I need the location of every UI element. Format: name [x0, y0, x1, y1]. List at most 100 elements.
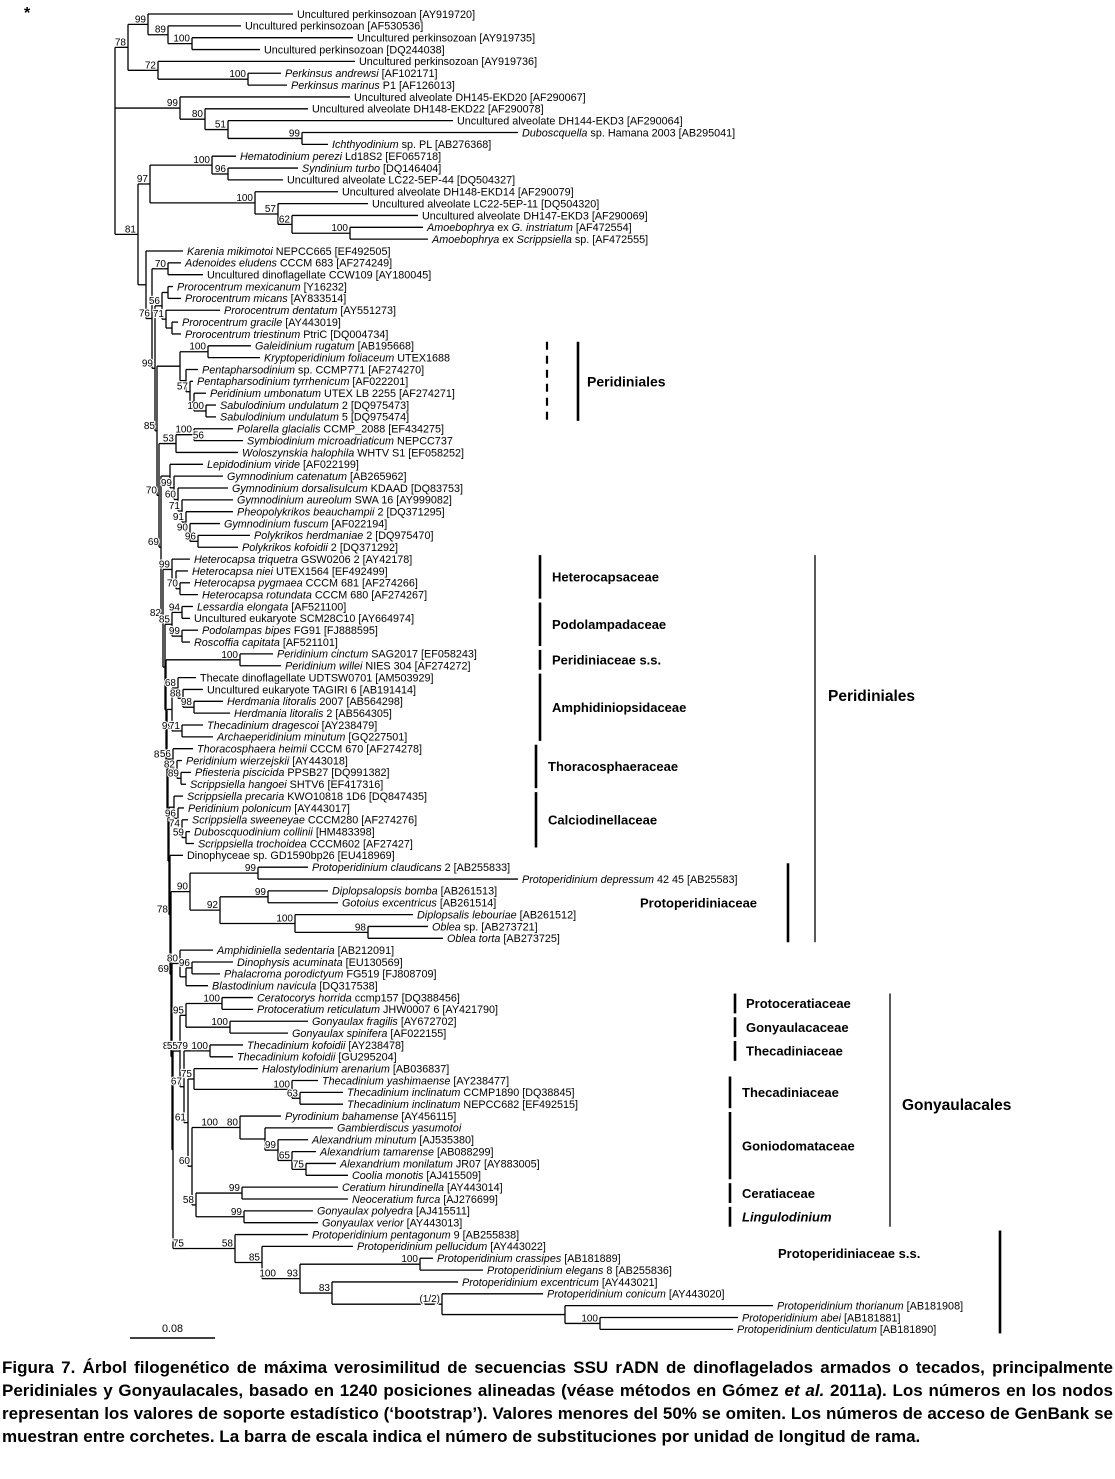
taxon-label: Gymnodinium aureolum SWA 16 [AY999082] [237, 495, 452, 507]
bootstrap-value: 69 [158, 964, 170, 975]
bootstrap-value: 99 [161, 478, 173, 489]
bootstrap-value: 85 [159, 614, 171, 625]
bootstrap-value: 75 [293, 1159, 305, 1170]
clade-label: Thoracosphaeraceae [548, 759, 678, 774]
bootstrap-value: 99 [231, 1207, 243, 1218]
bootstrap-value: 63 [287, 1088, 299, 1099]
bootstrap-value: 100 [189, 342, 206, 353]
taxon-label: Pheopolykrikos beauchampii 2 [DQ371295] [237, 507, 445, 519]
taxon-label: Prorocentrum triestinum PtriC [DQ004734] [185, 329, 388, 341]
taxon-label: Peridinium cinctum SAG2017 [EF058243] [277, 649, 477, 661]
taxon-label: Alexandrium minutum [AJ535380] [311, 1135, 474, 1147]
scale-bar-label: 0.08 [162, 1323, 183, 1335]
taxon-label: Gotoius excentricus [AB261514] [342, 898, 496, 910]
taxon-label: Thoracosphaera heimii CCCM 670 [AF274278… [197, 744, 422, 756]
taxon-label: Prorocentrum micans [AY833514] [185, 293, 346, 305]
bootstrap-value: 100 [193, 155, 210, 166]
taxon-label: Alexandrium tamarense [AB088299] [319, 1146, 493, 1158]
taxon-label: Oblea torta [AB273725] [447, 933, 560, 945]
taxon-label: Uncultured perkinsozoan [AY919736] [359, 56, 537, 68]
bootstrap-value: 75 [181, 1069, 193, 1080]
taxon-label: Karenia mikimotoi NEPCC665 [EF492505] [187, 246, 390, 258]
taxon-label: Protoperidinium abei [AB181881] [742, 1312, 900, 1324]
clade-label: Gonyaulacales [902, 1097, 1011, 1114]
taxon-label: Heterocapsa rotundata CCCM 680 [AF274267… [202, 589, 427, 601]
caption-text: 2011a). Los números en los nodos represe… [2, 1381, 1113, 1447]
clade-label: Peridiniaceae s.s. [552, 653, 661, 668]
bootstrap-value: 100 [401, 1254, 418, 1265]
taxon-label: Perkinsus andrewsi [AF102171] [285, 68, 437, 80]
bootstrap-value: 100 [581, 1313, 598, 1324]
bootstrap-value: 100 [259, 1269, 276, 1280]
figure-caption-text: Árbol filogenético de máxima verosimilit… [2, 1358, 1113, 1446]
taxon-label: Sabulodinium undulatum 2 [DQ975473] [220, 400, 409, 412]
bootstrap-value: 80 [167, 953, 179, 964]
taxon-label: Polykrikos herdmaniae 2 [DQ975470] [254, 530, 433, 542]
taxon-label: Peridinium wierzejskii [AY443018] [186, 755, 348, 767]
bootstrap-value: 100 [175, 425, 192, 436]
taxon-label: Syndinium turbo [DQ146404] [302, 163, 441, 175]
taxon-label: Thecadinium kofoidii [AY238478] [247, 1040, 404, 1052]
bootstrap-value: 70 [146, 485, 158, 496]
taxon-label: Gonyaulax spinifera [AF022155] [292, 1028, 446, 1040]
clade-label: Podolampadaceae [552, 617, 666, 632]
bootstrap-value: 99 [255, 887, 267, 898]
bootstrap-value: 100 [187, 401, 204, 412]
taxon-label: Uncultured perkinsozoan [DQ244038] [264, 44, 445, 56]
taxon-label: Peridinium willei NIES 304 [AF274272] [285, 661, 470, 673]
taxon-label: Blastodinium navicula [DQ317538] [212, 981, 378, 993]
bootstrap-value: 53 [163, 434, 175, 445]
taxon-label: Dinophyceae sp. GD1590bp26 [EU418969] [187, 850, 395, 862]
bootstrap-value: 98 [355, 922, 367, 933]
taxon-label: Ceratocorys horrida ccmp157 [DQ388456] [257, 992, 460, 1004]
clade-label: Protoceratiaceae [746, 996, 851, 1011]
taxon-label: Pfiesteria piscicida PPSB27 [DQ991382] [195, 767, 389, 779]
taxon-label: Hematodinium perezi Ld18S2 [EF065718] [240, 151, 441, 163]
bootstrap-value: 100 [331, 223, 348, 234]
taxon-label: Pyrodinium bahamense [AY456115] [285, 1111, 456, 1123]
taxon-label: Halostylodinium arenarium [AB036837] [262, 1063, 449, 1075]
taxon-label: Gambierdiscus yasumotoi [337, 1123, 462, 1135]
taxon-label: Amphidiniella sedentaria [AB212091] [216, 945, 394, 957]
root-asterisk: * [24, 5, 31, 22]
taxon-label: Thecadinium yashimaense [AY238477] [322, 1075, 509, 1087]
bootstrap-value: 96 [215, 164, 227, 175]
taxon-label: Gymnodinium fuscum [AF022194] [224, 518, 387, 530]
bootstrap-value: 95 [173, 1005, 185, 1016]
taxon-label: Roscoffia capitata [AF521101] [194, 637, 338, 649]
taxon-label: Adenoides eludens CCCM 683 [AF274249] [184, 258, 392, 270]
caption-etal: et al. [784, 1381, 825, 1401]
bootstrap-value: 82 [150, 608, 162, 619]
taxon-label: Gonyaulax verior [AY443013] [322, 1218, 462, 1230]
taxon-label: Uncultured alveolate LC22-5EP-11 [DQ5043… [372, 198, 599, 210]
taxon-label: Dinophysis acuminata [EU130569] [237, 957, 403, 969]
bootstrap-value: 69 [148, 537, 160, 548]
taxon-label: Coolia monotis [AJ415509] [352, 1170, 481, 1182]
clade-label: Thecadiniaceae [742, 1085, 839, 1100]
bootstrap-value: 78 [115, 37, 127, 48]
taxon-label: Uncultured dinoflagellate CCW109 [AY1800… [207, 270, 431, 282]
taxon-label: Thecadinium kofoidii [GU295204] [237, 1052, 397, 1064]
taxon-label: Podolampas bipes FG91 [FJ888595] [202, 625, 378, 637]
taxon-label: Scrippsiella hangoei SHTV6 [EF417316] [190, 779, 383, 791]
taxon-label: Duboscquodinium collinii [HM483398] [194, 826, 375, 838]
taxon-label: Prorocentrum mexicanum [Y16232] [177, 281, 347, 293]
taxon-label: Gonyaulax fragilis [AY672702] [312, 1016, 456, 1028]
bootstrap-value: 99 [142, 358, 154, 369]
taxon-label: Heterocapsa niei UTEX1564 [EF492499] [192, 566, 388, 578]
bootstrap-value: 98 [181, 697, 193, 708]
bootstrap-value: (1/2) [419, 1294, 440, 1305]
taxon-label: Herdmania litoralis 2 [AB564305] [234, 708, 392, 720]
taxon-label: Amoebophrya ex Scrippsiella sp. [AF47255… [431, 234, 648, 246]
bootstrap-value: 99 [289, 128, 301, 139]
clade-label: Peridiniales [828, 688, 915, 705]
bootstrap-value: 80 [163, 1041, 175, 1052]
taxon-label: Diplopsalis lebouriae [AB261512] [417, 909, 576, 921]
bootstrap-value: 99 [265, 1140, 277, 1151]
taxon-label: Pentapharsodinium tyrrhenicum [AF022201] [197, 376, 408, 388]
bootstrap-value: 89 [155, 25, 167, 36]
bootstrap-value: 68 [165, 678, 177, 689]
bootstrap-value: 100 [201, 1118, 218, 1129]
taxon-label: Protoceratium reticulatum JHW0007 6 [AY4… [257, 1004, 498, 1016]
